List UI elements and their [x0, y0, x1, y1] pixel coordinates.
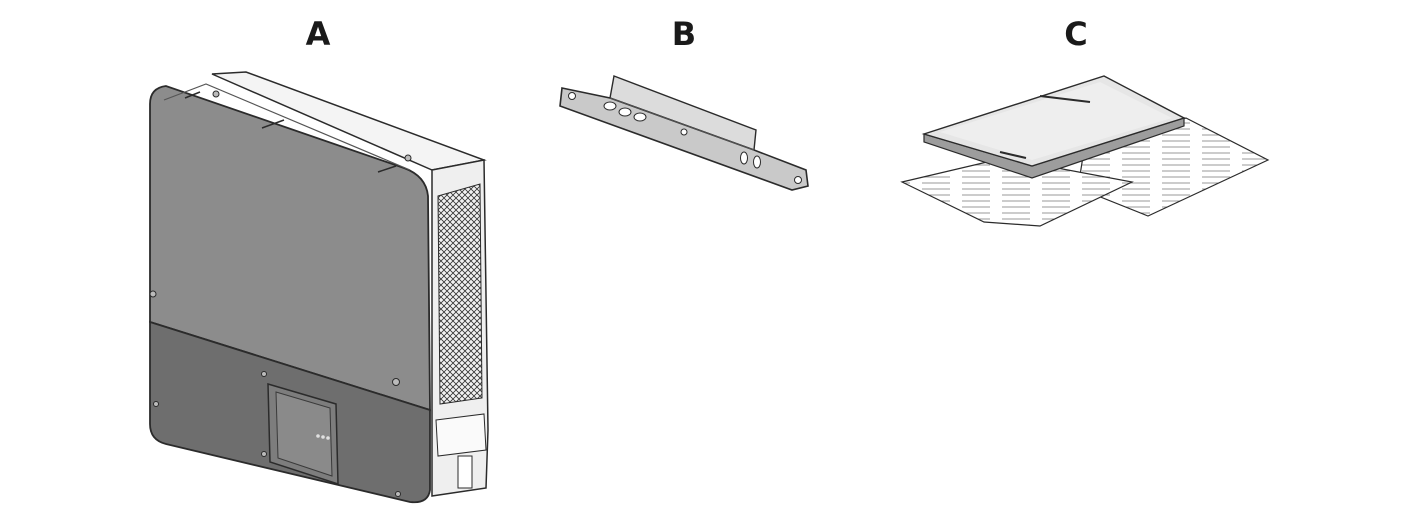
- documentation-illustration: [900, 75, 1270, 227]
- item-label-b: B: [671, 15, 697, 53]
- item-label-c: C: [1064, 15, 1088, 53]
- wall-mounting-bracket-illustration: [559, 75, 809, 191]
- inverter-illustration: [149, 71, 489, 504]
- item-label-a: A: [305, 15, 331, 53]
